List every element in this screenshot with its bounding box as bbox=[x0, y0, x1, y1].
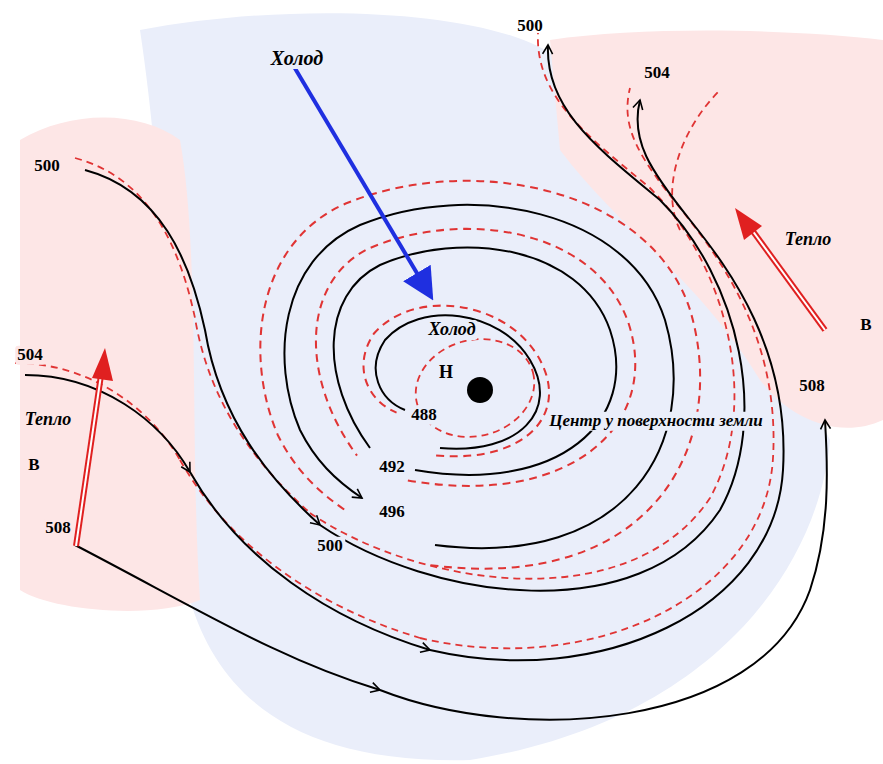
height-value: 508 bbox=[797, 377, 827, 396]
cold-arrow bbox=[293, 65, 430, 295]
center-note: Центр у поверхности земли bbox=[547, 412, 765, 431]
isotherm-lines bbox=[15, 33, 774, 648]
high-marker: В bbox=[26, 456, 41, 475]
height-value: 496 bbox=[377, 503, 407, 522]
height-value: 488 bbox=[409, 406, 439, 425]
low-marker: Н bbox=[437, 363, 455, 383]
height-value: 504 bbox=[642, 64, 672, 83]
height-value: 492 bbox=[377, 458, 407, 477]
isohypse-lines bbox=[25, 45, 827, 720]
height-value: 508 bbox=[43, 519, 73, 538]
air-label: Тепло bbox=[783, 230, 834, 250]
height-value: 504 bbox=[15, 346, 45, 365]
surface-low-center bbox=[467, 377, 493, 403]
air-label: Тепло bbox=[23, 410, 74, 430]
height-value: 500 bbox=[515, 17, 545, 36]
air-mass-shading bbox=[20, 13, 883, 760]
height-value: 500 bbox=[32, 157, 62, 176]
height-value: 500 bbox=[315, 537, 345, 556]
high-marker: В bbox=[858, 316, 873, 335]
air-label: Холод bbox=[426, 320, 477, 340]
air-label: Холод bbox=[269, 47, 325, 69]
warm-arrows bbox=[76, 208, 825, 546]
